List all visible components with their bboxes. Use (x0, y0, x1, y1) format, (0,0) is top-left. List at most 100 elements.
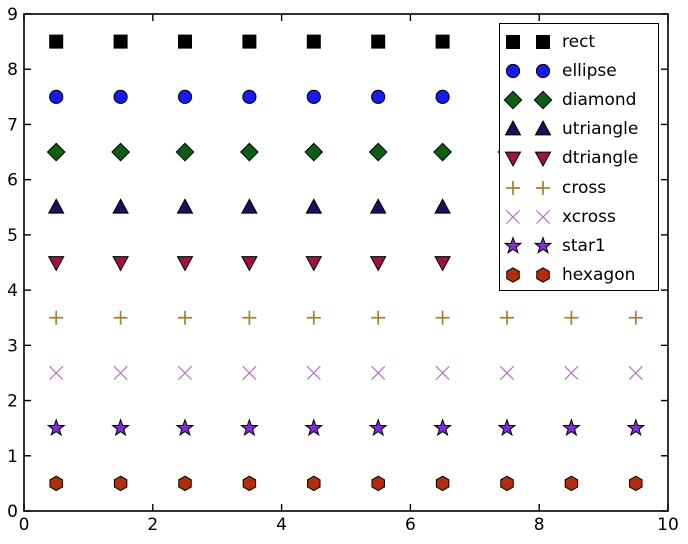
marker-triangle-down (534, 151, 552, 168)
legend-entry-dtriangle: dtriangle (500, 144, 658, 173)
marker-triangle-up (369, 198, 387, 214)
marker-plus (113, 310, 128, 325)
marker-diamond (533, 90, 553, 110)
x-tick-label: 8 (534, 515, 545, 535)
marker-plus (178, 310, 192, 325)
marker-circle (242, 89, 257, 104)
marker-square (49, 34, 64, 49)
legend-entry-label: ellipse (562, 60, 617, 81)
marker-x (435, 365, 450, 381)
marker-hexagon (564, 475, 579, 492)
marker-diamond (239, 142, 259, 162)
marker-diamond (111, 142, 131, 162)
legend-entry-label: dtriangle (562, 148, 639, 169)
marker-triangle-up (534, 120, 552, 136)
legend-entry-label: xcross (562, 206, 616, 227)
marker-triangle-up (504, 120, 522, 136)
marker-plus (371, 310, 386, 325)
marker-star (304, 418, 324, 437)
marker-x (499, 365, 515, 381)
marker-square (435, 34, 450, 49)
marker-diamond (368, 142, 388, 162)
marker-triangle-down (241, 256, 258, 272)
marker-x (505, 209, 521, 224)
triangle-down-legend-icon (504, 151, 552, 168)
marker-triangle-down (112, 256, 129, 272)
marker-star (433, 418, 453, 437)
y-tick-label: 2 (7, 392, 18, 412)
marker-square (178, 34, 192, 49)
legend-entry-label: hexagon (562, 265, 636, 286)
series-hexagon (49, 475, 643, 492)
x-tick-label: 4 (276, 515, 287, 535)
series-ellipse (49, 89, 643, 104)
marker-hexagon (178, 475, 192, 492)
marker-hexagon (242, 475, 257, 492)
marker-triangle-up (305, 198, 323, 214)
marker-star (239, 418, 259, 437)
square-legend-icon (506, 34, 550, 49)
y-tick-label: 5 (7, 226, 18, 246)
y-tick-label: 4 (7, 281, 18, 301)
y-tick-label: 0 (7, 502, 18, 522)
marker-star (503, 236, 523, 254)
marker-triangle-up (112, 198, 129, 214)
marker-plus (242, 310, 257, 325)
marker-diamond (433, 142, 453, 162)
marker-hexagon (307, 475, 321, 492)
star-legend-icon (503, 236, 553, 254)
marker-hexagon (629, 475, 643, 492)
marker-hexagon (371, 475, 385, 492)
marker-x (177, 365, 193, 381)
plot-border (23, 13, 669, 512)
marker-x (371, 365, 386, 381)
marker-diamond (503, 90, 523, 110)
marker-circle (113, 89, 128, 104)
y-tick-label: 7 (7, 115, 18, 135)
marker-triangle-down (47, 256, 65, 272)
marker-x (242, 365, 257, 381)
y-tick-label: 3 (7, 336, 18, 356)
legend-entry-rect: rect (500, 27, 658, 56)
hexagon-legend-icon (506, 267, 550, 283)
legend-entry-label: diamond (562, 89, 637, 110)
series-star1 (46, 418, 646, 437)
legend-entry-utriangle: utriangle (500, 115, 658, 144)
marker-triangle-up (241, 198, 258, 214)
x-tick-label: 0 (19, 515, 30, 535)
x-tick-label: 6 (405, 515, 416, 535)
circle-legend-icon (505, 63, 551, 78)
marker-star (533, 236, 553, 254)
marker-circle (535, 63, 551, 78)
x-tick-label: 2 (147, 515, 158, 535)
marker-circle (505, 63, 521, 78)
marker-star (175, 418, 195, 437)
marker-x (49, 365, 64, 381)
marker-x (628, 365, 643, 381)
legend-entry-star1: star1 (500, 231, 658, 260)
marker-x (306, 365, 321, 381)
marker-star (626, 418, 646, 437)
marker-plus (49, 310, 64, 325)
legend-entry-cross: cross (500, 173, 658, 202)
marker-circle (435, 89, 450, 104)
marker-hexagon (113, 475, 128, 492)
marker-plus (628, 310, 643, 325)
marker-square (371, 34, 386, 49)
marker-triangle-down (504, 151, 522, 168)
marker-triangle-up (176, 198, 194, 214)
marker-triangle-up (434, 198, 451, 214)
marker-star (111, 418, 131, 437)
marker-circle (306, 89, 321, 104)
marker-plus (500, 310, 514, 325)
marker-hexagon (435, 475, 450, 492)
series-cross (49, 310, 643, 325)
marker-x (535, 209, 551, 224)
marker-diamond (304, 142, 324, 162)
marker-star (561, 418, 581, 437)
legend-entry-diamond: diamond (500, 85, 658, 114)
marker-square (113, 34, 128, 49)
marker-triangle-up (47, 198, 65, 214)
x-legend-icon (505, 209, 551, 224)
